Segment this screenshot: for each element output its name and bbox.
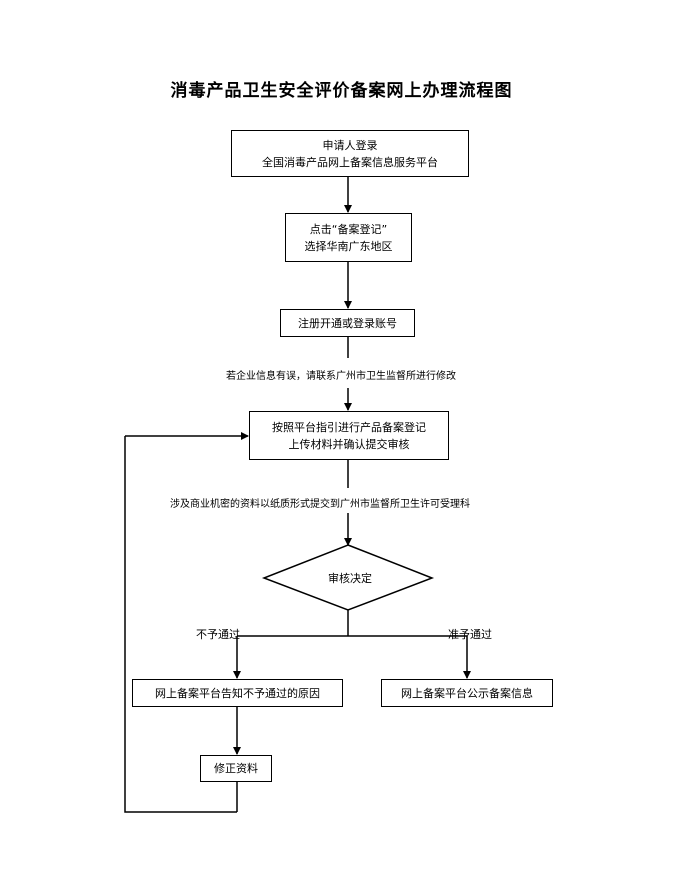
account-line1: 注册开通或登录账号 xyxy=(298,316,397,330)
enterprise-info-note: 若企业信息有误，请联系广州市卫生监督所进行修改 xyxy=(226,371,456,382)
account-box: 注册开通或登录账号 xyxy=(280,309,415,337)
reject-notice-line1: 网上备案平台告知不予通过的原因 xyxy=(155,686,320,700)
revise-box: 修正资料 xyxy=(200,755,272,782)
decision-diamond xyxy=(261,544,435,611)
fill-line2: 上传材料并确认提交审核 xyxy=(288,437,410,451)
register-click-line2: 选择华南广东地区 xyxy=(304,239,393,253)
loop-back-line xyxy=(124,436,237,813)
revise-line1: 修正资料 xyxy=(214,762,258,775)
approve-notice-box: 网上备案平台公示备案信息 xyxy=(381,679,553,707)
approve-notice-line1: 网上备案平台公示备案信息 xyxy=(401,686,533,700)
login-line2: 全国消毒产品网上备案信息服务平台 xyxy=(262,155,438,169)
reject-notice-box: 网上备案平台告知不予通过的原因 xyxy=(132,679,343,707)
approved-label: 准予通过 xyxy=(448,628,492,641)
decision-label: 审核决定 xyxy=(328,572,372,585)
rejected-label: 不予通过 xyxy=(196,628,240,641)
login-line1: 申请人登录 xyxy=(322,138,378,152)
register-click-box: 点击“备案登记” 选择华南广东地区 xyxy=(285,213,412,262)
fill-box: 按照平台指引进行产品备案登记 上传材料并确认提交审核 xyxy=(249,411,449,460)
page-title: 消毒产品卫生安全评价备案网上办理流程图 xyxy=(170,81,513,101)
fill-line1: 按照平台指引进行产品备案登记 xyxy=(272,420,426,434)
confidential-note: 涉及商业机密的资料以纸质形式提交到广州市监督所卫生许可受理科 xyxy=(170,499,470,510)
login-box: 申请人登录 全国消毒产品网上备案信息服务平台 xyxy=(231,130,469,177)
register-click-line1: 点击“备案登记” xyxy=(309,222,388,236)
